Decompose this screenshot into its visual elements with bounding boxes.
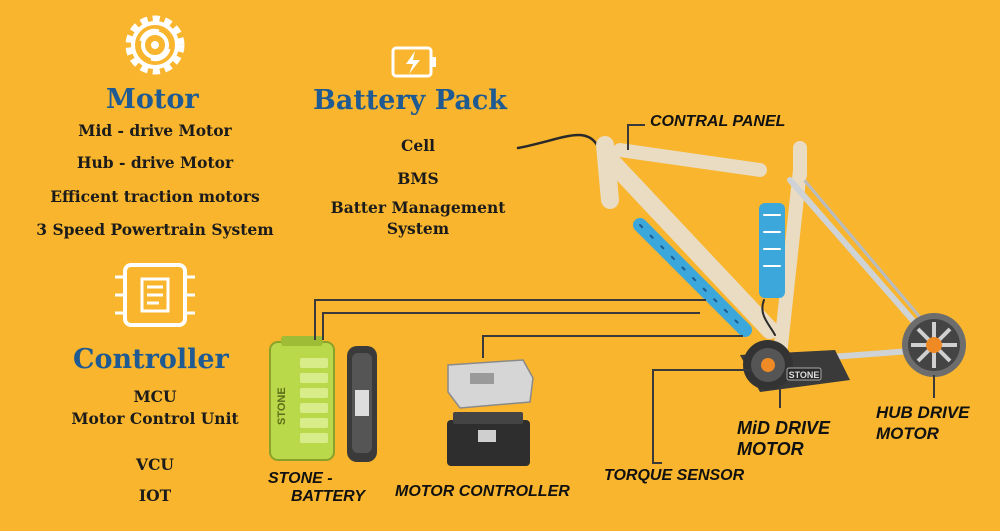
callout-mid-drive-line1: MiD DRIVE xyxy=(737,418,831,438)
controller-item-iot: IOT xyxy=(138,486,172,505)
motor-brand-text: STONE xyxy=(789,370,820,380)
motor-item-hub-drive: Hub - drive Motor xyxy=(76,153,234,172)
bike-frame xyxy=(516,133,937,363)
callout-hub-drive-line2: MOTOR xyxy=(876,424,939,443)
tube-battery xyxy=(347,346,377,462)
callout-torque-sensor: TORQUE SENSOR xyxy=(604,467,745,484)
motor-heading: Motor xyxy=(106,84,199,115)
controller-unit xyxy=(447,359,534,409)
controller-item-mcu: MCU xyxy=(133,387,177,406)
callout-stone-battery-line1: STONE - xyxy=(268,470,333,487)
controller-item-mcu-full: Motor Control Unit xyxy=(71,409,239,428)
callout-mid-drive-line2: MOTOR xyxy=(737,439,804,459)
motor-item-powertrain: 3 Speed Powertrain System xyxy=(36,220,274,239)
callout-hub-drive-line1: HUB DRIVE xyxy=(876,403,970,422)
battery-heading: Battery Pack xyxy=(313,85,507,116)
mid-drive-motor: STONE xyxy=(740,340,850,392)
stone-battery-pack: STONE xyxy=(269,336,335,461)
microchip-icon xyxy=(115,263,195,327)
controller-heading: Controller xyxy=(73,344,229,375)
battery-item-management: Batter Management xyxy=(330,198,506,217)
motor-item-mid-drive: Mid - drive Motor xyxy=(78,121,232,140)
battery-item-system: System xyxy=(386,219,450,238)
gear-motor-icon xyxy=(125,15,185,75)
motor-controller-unit xyxy=(447,412,530,466)
motor-item-traction: Efficent traction motors xyxy=(50,187,260,206)
battery-brand-text: STONE xyxy=(276,387,288,425)
controller-item-vcu: VCU xyxy=(136,455,174,474)
callout-motor-controller: MOTOR CONTROLLER xyxy=(395,483,570,500)
callout-control-panel: CONTRAL PANEL xyxy=(650,113,786,130)
connector-lines xyxy=(314,124,935,464)
battery-item-cell: Cell xyxy=(401,136,435,155)
callout-stone-battery-line2: BATTERY xyxy=(291,488,366,505)
battery-item-bms: BMS xyxy=(397,169,439,188)
hub-drive-motor xyxy=(902,313,966,377)
battery-charging-icon xyxy=(391,46,436,78)
